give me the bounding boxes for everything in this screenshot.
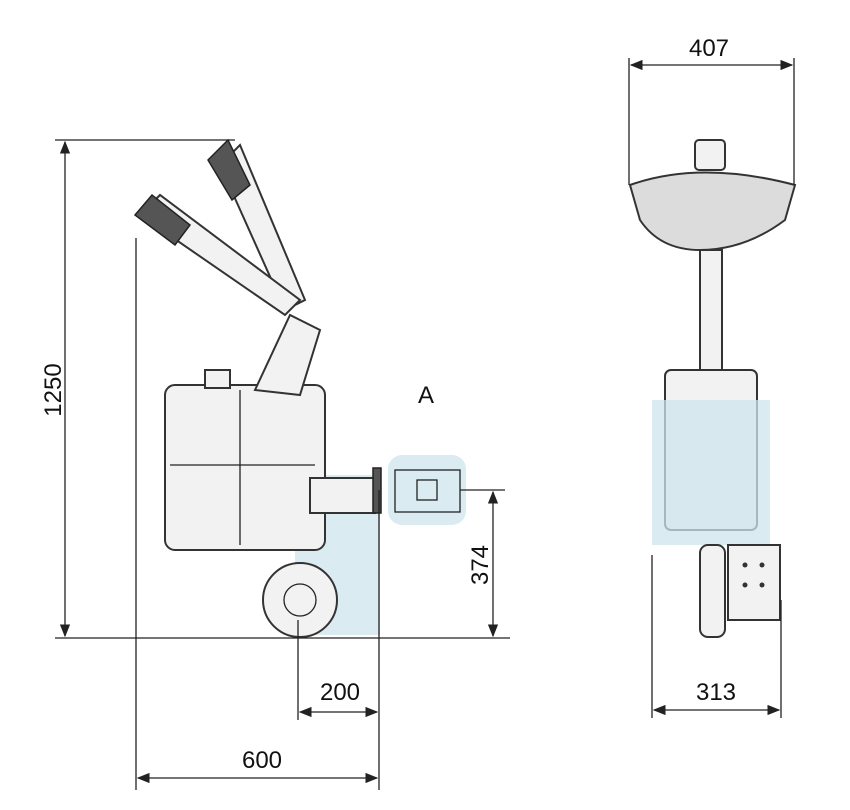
coupling-flange — [372, 467, 382, 514]
battery-housing — [164, 384, 326, 551]
side-dimensions — [55, 139, 510, 790]
handle-head — [628, 171, 797, 252]
handle-grip-lowered — [133, 193, 192, 247]
depth-dimension: 600 — [242, 747, 282, 774]
tiller-shaft — [699, 249, 723, 371]
coupling-arm — [309, 477, 376, 514]
front-dimensions — [628, 58, 795, 718]
handle-top — [694, 139, 726, 171]
handle-grip-upright — [207, 138, 251, 202]
front-wheel — [699, 544, 726, 638]
top-width-dimension: 407 — [689, 35, 729, 62]
detail-a — [388, 455, 466, 525]
wheel-offset-dimension: 200 — [320, 679, 360, 706]
front-mount-plate — [727, 544, 781, 621]
side-view-machine — [133, 138, 382, 638]
front-view-machine — [628, 139, 797, 638]
detail-a-label: A — [418, 382, 434, 409]
drive-wheel — [262, 562, 338, 638]
height-dimension: 1250 — [40, 363, 67, 416]
top-cap — [204, 369, 231, 389]
tiller-base — [253, 313, 322, 397]
front-body-tint — [652, 400, 770, 545]
bottom-width-dimension: 313 — [696, 679, 736, 706]
mount-height-dimension: 374 — [467, 545, 494, 585]
